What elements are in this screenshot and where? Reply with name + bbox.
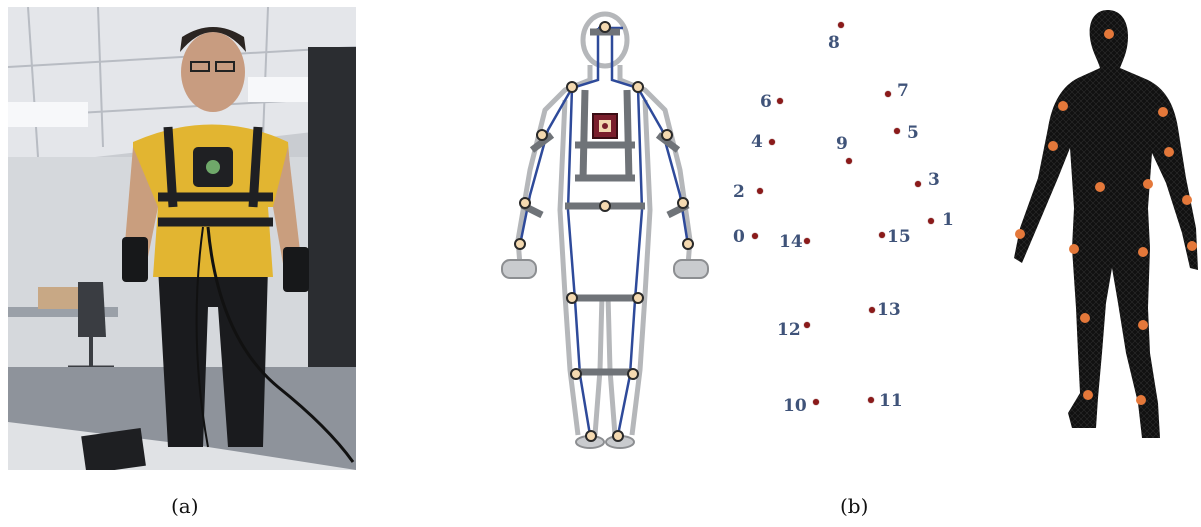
joint-dot-10 [813,399,819,405]
joint-dot-9 [846,158,852,164]
joint-label-13: 13 [877,302,901,319]
motion-capture-photo [8,7,356,470]
caption-a: (a) [171,494,199,518]
body-mesh-with-joint-markers-icon [1000,8,1200,443]
joint-label-12: 12 [777,322,801,339]
joint-label-10: 10 [783,398,807,415]
joint-label-14: 14 [779,234,803,251]
joint-dot-11 [868,397,874,403]
joint-label-4: 4 [751,134,763,151]
joint-label-1: 1 [942,212,954,229]
caption-b: (b) [840,494,868,518]
joint-dot-13 [869,307,875,313]
joint-dot-0 [752,233,758,239]
body-mesh [1000,8,1200,443]
joint-dot-8 [838,22,844,28]
joint-label-9: 9 [836,136,848,153]
joint-dot-15 [879,232,885,238]
joint-label-0: 0 [733,229,745,246]
joint-point-map: 8 7 6 5 4 9 3 2 1 0 14 15 13 12 10 11 [720,10,980,430]
joint-label-8: 8 [828,35,840,52]
joint-label-11: 11 [879,393,903,410]
joint-dot-4 [769,139,775,145]
joint-dot-1 [928,218,934,224]
joint-dot-14 [804,238,810,244]
joint-label-7: 7 [897,83,909,100]
joint-label-5: 5 [907,125,919,142]
joint-label-3: 3 [928,172,940,189]
joint-dot-2 [757,188,763,194]
sensor-diagram [490,10,720,455]
joint-dot-5 [894,128,900,134]
joint-label-6: 6 [760,94,772,111]
body-sensor-placement-diagram-icon [490,10,720,455]
joint-label-2: 2 [733,184,745,201]
joint-dot-3 [915,181,921,187]
joint-dot-7 [885,91,891,97]
photo-illustration [8,7,356,470]
joint-dot-12 [804,322,810,328]
joint-label-15: 15 [887,229,911,246]
joint-dot-6 [777,98,783,104]
